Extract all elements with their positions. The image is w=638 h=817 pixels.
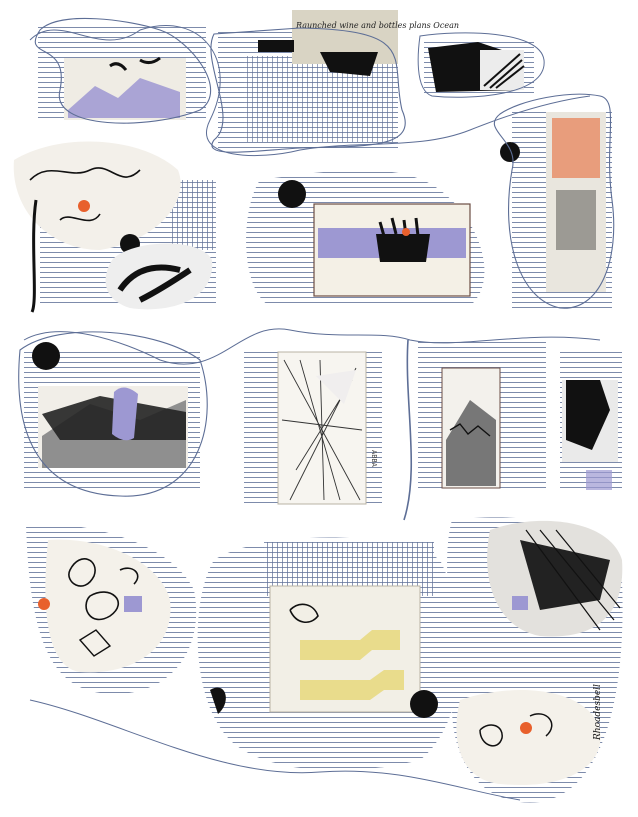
artist-signature: Rhoadesbell: [593, 684, 603, 741]
lavender-square-icon: [124, 596, 142, 612]
contour-line: [23, 25, 601, 801]
stamp-text: ABBA: [370, 450, 378, 468]
orange-dot-icon: [78, 200, 90, 212]
tile-dark-sketch-right: Rhoadesbell: [447, 517, 623, 803]
tile-strip-top-right: [417, 32, 545, 98]
tile-landscape-top-left: [34, 17, 212, 124]
tile-vertical-right: [493, 93, 615, 310]
black-dot-icon-3: [32, 342, 60, 370]
black-dot-icon: [500, 142, 520, 162]
tile-lavender-landscape: [246, 170, 485, 306]
black-dot-icon-4: [410, 690, 438, 718]
handwritten-note: Raunched wine and bottles plans Ocean: [295, 21, 459, 30]
tile-sketch-mid-left: [13, 141, 216, 313]
tile-bottles-center: [197, 537, 461, 771]
tile-note-top-center: Raunched wine and bottles plans Ocean: [210, 10, 459, 153]
tile-narrow-right: [560, 352, 622, 492]
black-dot-icon-2: [278, 180, 306, 208]
tile-loops-bottom-left: [26, 523, 197, 695]
tile-lines-center: ABBA: [244, 351, 382, 506]
tile-rock-sketch: [403, 339, 546, 521]
tile-ink-wash-left: [18, 331, 208, 497]
